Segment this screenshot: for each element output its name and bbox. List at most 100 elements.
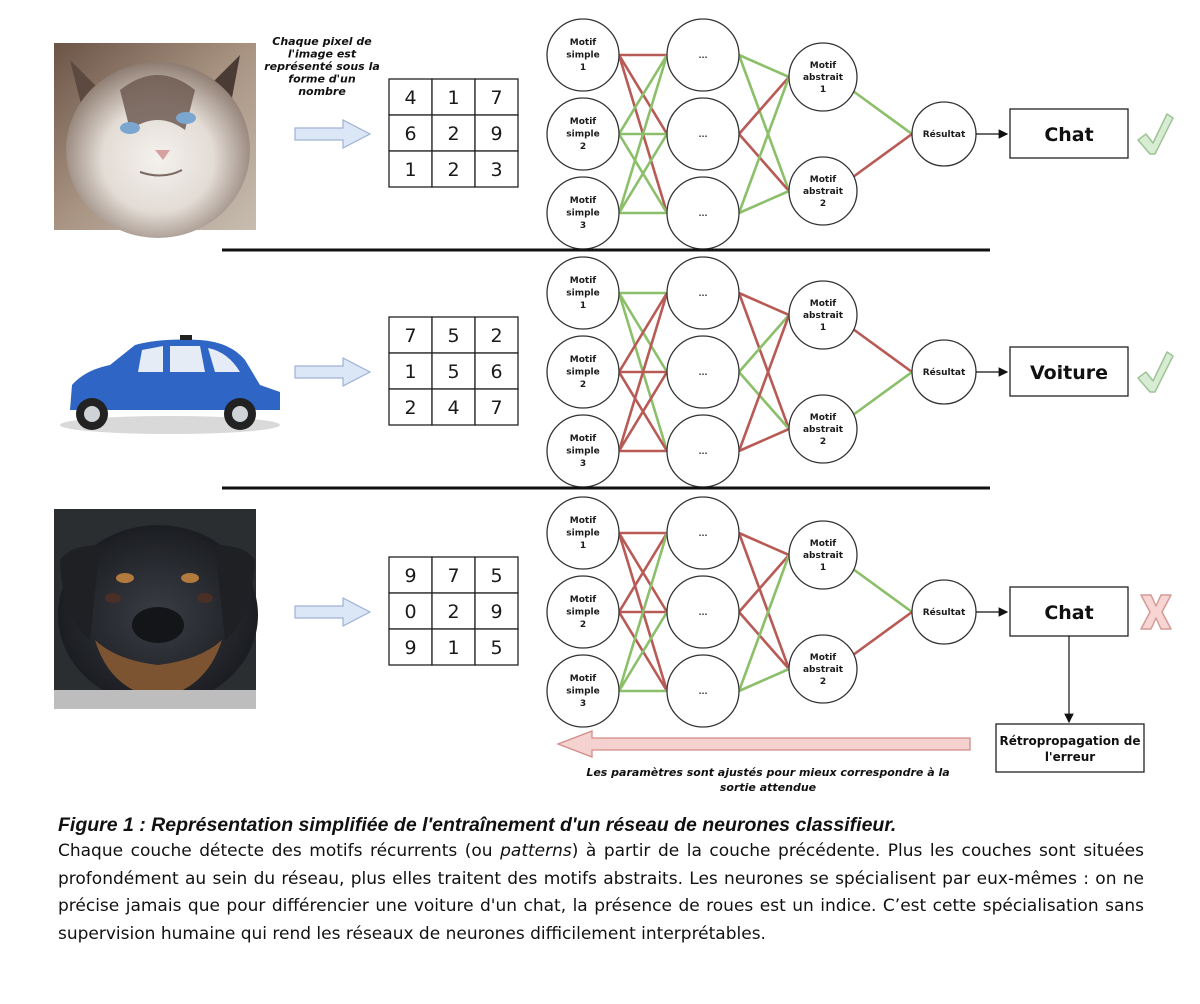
connection-line xyxy=(617,532,669,692)
pixel-cell xyxy=(431,352,476,390)
abstract-pattern-node xyxy=(788,634,858,704)
backprop-note-line: sortie attendue xyxy=(720,781,817,794)
hidden-node-label: ... xyxy=(698,687,707,696)
connection-line xyxy=(852,89,913,136)
pixel-cell xyxy=(474,388,519,426)
output-box xyxy=(1009,108,1129,159)
caption-text: ) à partir de la couche précédente. Plus… xyxy=(58,841,1144,944)
pixel-cell xyxy=(431,150,476,188)
connection-line xyxy=(737,292,791,430)
abstract-pattern-label-line: abstrait xyxy=(803,311,844,321)
connection-line xyxy=(738,554,790,613)
simple-pattern-label-line: Motif xyxy=(570,516,597,526)
pixel-value: 1 xyxy=(447,637,459,659)
output-label: Voiture xyxy=(1030,362,1108,384)
hidden-node-label: ... xyxy=(698,529,707,538)
pixel-value: 5 xyxy=(447,325,459,347)
abstract-pattern-label-line: 2 xyxy=(820,437,826,447)
simple-pattern-node xyxy=(546,654,620,728)
cat-photo xyxy=(54,43,256,238)
simple-pattern-label-line: simple xyxy=(566,687,599,697)
abstract-pattern-label-line: abstrait xyxy=(803,551,844,561)
connection-line xyxy=(738,291,790,317)
pixel-value: 5 xyxy=(490,637,502,659)
check-icon xyxy=(1137,113,1174,155)
connection-line xyxy=(738,189,790,215)
connection-line xyxy=(738,531,790,557)
pixel-value: 7 xyxy=(447,565,459,587)
connection-line xyxy=(738,371,790,430)
pixel-value: 4 xyxy=(404,87,416,109)
abstract-pattern-label-line: Motif xyxy=(810,299,837,309)
abstract-pattern-label-line: 2 xyxy=(820,677,826,687)
pixel-value: 9 xyxy=(404,637,416,659)
simple-pattern-label-line: simple xyxy=(566,529,599,539)
pixel-value: 2 xyxy=(447,159,459,181)
simple-pattern-label-line: simple xyxy=(566,130,599,140)
simple-pattern-label-line: simple xyxy=(566,289,599,299)
pixel-value: 5 xyxy=(490,565,502,587)
pixel-value: 9 xyxy=(404,565,416,587)
hidden-node-label-line: ... xyxy=(698,529,707,538)
pixel-value: 9 xyxy=(490,123,502,145)
pixel-value: 9 xyxy=(490,601,502,623)
connections xyxy=(617,291,913,453)
connection-line xyxy=(617,133,669,214)
pixel-value: 1 xyxy=(404,361,416,383)
output-box xyxy=(1009,346,1129,397)
simple-pattern-label-line: 1 xyxy=(580,541,586,551)
connection-line xyxy=(737,76,791,214)
pixel-cell xyxy=(474,592,519,630)
hidden-node-label: ... xyxy=(698,51,707,60)
output-label: Chat xyxy=(1044,602,1093,624)
connection-line xyxy=(617,54,669,214)
simple-pattern-label-line: simple xyxy=(566,51,599,61)
hidden-node-label-line: ... xyxy=(698,209,707,218)
dog-photo xyxy=(54,509,258,709)
simple-pattern-label-line: simple xyxy=(566,608,599,618)
pixel-note-text-line: nombre xyxy=(298,85,346,98)
simple-pattern-label: Motif simple 1 xyxy=(566,516,599,551)
input-arrow-icon xyxy=(294,357,372,387)
hidden-node xyxy=(666,256,740,330)
cross-icon xyxy=(1140,594,1172,630)
connection-line xyxy=(737,554,791,692)
backprop-note: Les paramètres sont ajustés pour mieux c… xyxy=(586,766,949,794)
connection-line xyxy=(737,314,791,452)
connection-line xyxy=(617,611,669,692)
simple-pattern-label-line: Motif xyxy=(570,674,597,684)
abstract-pattern-label-line: 1 xyxy=(820,323,826,333)
connection-line xyxy=(738,667,790,693)
connection-line xyxy=(617,371,669,452)
abstract-pattern-node xyxy=(788,520,858,590)
pixel-value: 5 xyxy=(447,361,459,383)
figure-caption: Figure 1 : Représentation simplifiée de … xyxy=(58,812,1144,948)
abstract-pattern-label-line: Motif xyxy=(810,61,837,71)
simple-pattern-label-line: 3 xyxy=(580,459,586,469)
connection-line xyxy=(738,53,790,79)
simple-pattern-node xyxy=(546,496,620,570)
hidden-node xyxy=(666,335,740,409)
hidden-node xyxy=(666,97,740,171)
result-node-label-line: Résultat xyxy=(923,129,966,140)
connection-line xyxy=(852,327,913,374)
simple-pattern-label-line: simple xyxy=(566,368,599,378)
result-node-label: Résultat xyxy=(923,607,966,618)
simple-pattern-label-line: 2 xyxy=(580,142,586,152)
check-icon xyxy=(1137,351,1174,393)
hidden-node-label-line: ... xyxy=(698,289,707,298)
pixel-cell xyxy=(431,628,476,666)
abstract-pattern-label-line: abstrait xyxy=(803,425,844,435)
